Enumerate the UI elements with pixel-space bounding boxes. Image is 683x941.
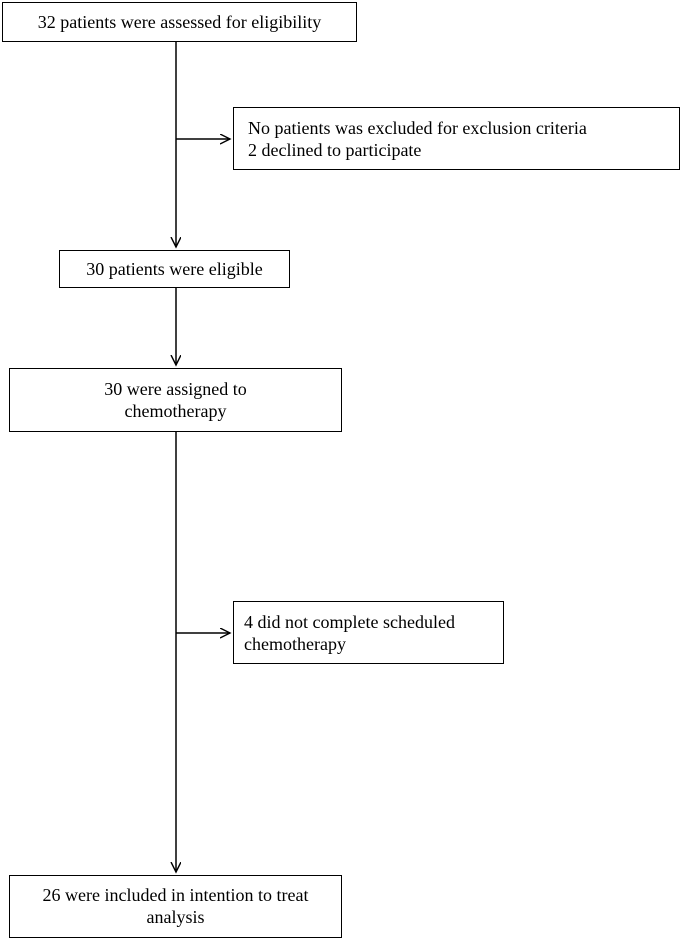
node-incomplete-line-1: 4 did not complete scheduled — [244, 612, 455, 632]
node-included: 26 were included in intention to treat a… — [9, 875, 342, 938]
node-eligible-line-1: 30 patients were eligible — [86, 259, 263, 279]
node-assigned-line-2: chemotherapy — [124, 401, 227, 421]
node-incomplete: 4 did not complete scheduled chemotherap… — [233, 601, 504, 664]
node-included-line-1: 26 were included in intention to treat — [42, 885, 309, 905]
node-assigned: 30 were assigned to chemotherapy — [9, 368, 342, 432]
node-assessed: 32 patients were assessed for eligibilit… — [2, 2, 357, 42]
node-included-line-2: analysis — [146, 907, 205, 927]
node-excluded: No patients was excluded for exclusion c… — [233, 107, 680, 170]
node-excluded-line-1: No patients was excluded for exclusion c… — [248, 118, 587, 138]
node-assigned-line-1: 30 were assigned to — [104, 379, 247, 399]
node-eligible: 30 patients were eligible — [59, 250, 290, 288]
node-incomplete-line-2: chemotherapy — [244, 634, 346, 654]
node-excluded-line-2: 2 declined to participate — [248, 140, 422, 160]
node-assessed-line-1: 32 patients were assessed for eligibilit… — [37, 12, 322, 32]
